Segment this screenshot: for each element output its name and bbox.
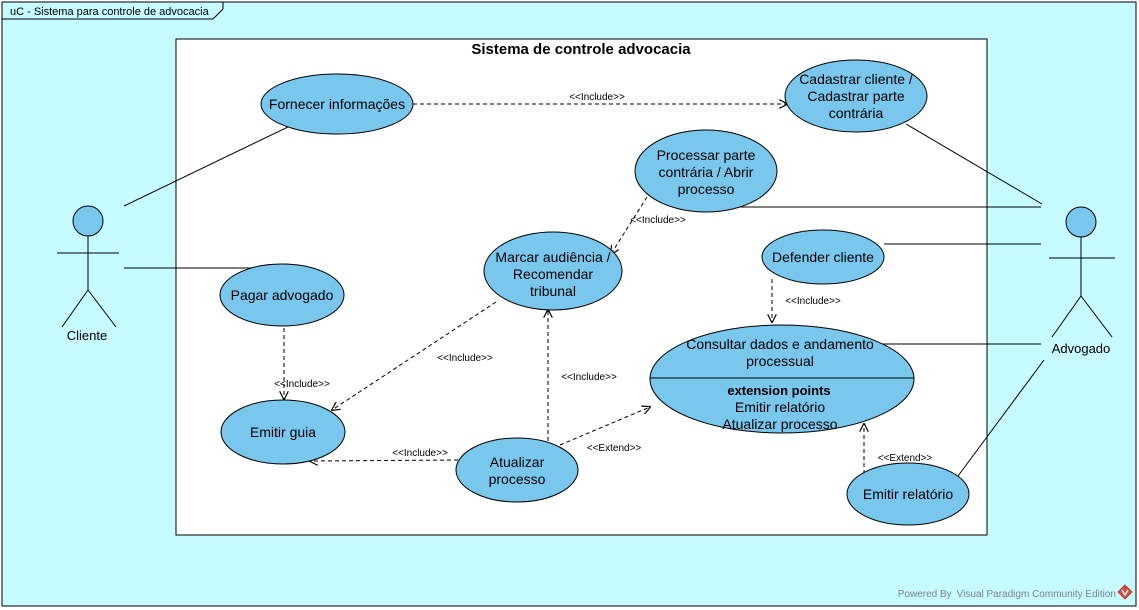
- actor-advogado[interactable]: [1049, 206, 1115, 338]
- usecase-defender-cliente[interactable]: Defender cliente: [761, 229, 885, 285]
- usecase-processar-parte[interactable]: Processar parte contrária / Abrir proces…: [634, 129, 778, 213]
- usecase-consultar-dados[interactable]: Consultar dados e andamento processual e…: [649, 324, 915, 434]
- actor-cliente-label: Cliente: [67, 328, 107, 343]
- dependencies: [284, 104, 864, 474]
- system-title: Sistema de controle advocacia: [471, 41, 691, 58]
- usecase-emitir-relatorio[interactable]: Emitir relatório: [846, 462, 970, 526]
- assoc-cliente-fornecer: [123, 125, 291, 207]
- usecase-label-line1: Atualizar: [490, 454, 545, 470]
- frame-title-tab: [1, 1, 224, 20]
- actor-head: [1065, 206, 1097, 238]
- usecase-label-line2: processo: [489, 471, 546, 487]
- actor-cliente[interactable]: [57, 205, 119, 328]
- usecase-label: Emitir relatório: [863, 486, 953, 502]
- dep-atualizar-emitir: [310, 460, 459, 461]
- frame-title: uC - Sistema para controle de advocacia: [10, 6, 210, 18]
- usecase-label: Defender cliente: [772, 249, 874, 265]
- stereotype-pagar-emitir: <<Include>>: [274, 379, 330, 390]
- visual-paradigm-logo-icon: [1117, 584, 1133, 600]
- stereotype-marcar-emitir: <<Include>>: [437, 353, 493, 364]
- actor-advogado-label: Advogado: [1052, 341, 1111, 356]
- usecase-label-line2: processual: [746, 353, 814, 369]
- usecase-label-line2: contrária / Abrir: [659, 164, 754, 180]
- usecase-label: Emitir guia: [250, 424, 316, 440]
- usecase-marcar-audiencia[interactable]: Marcar audiência / Recomendar tribunal: [483, 231, 623, 311]
- usecase-label-line1: Cadastrar cliente /: [799, 71, 913, 87]
- stereotype-labels: <<Include>> <<Include>> <<Include>> <<In…: [274, 92, 932, 464]
- footer-watermark: Powered By Visual Paradigm Community Edi…: [898, 589, 1116, 600]
- associations: [123, 123, 1045, 477]
- assoc-advogado-cadastrar: [905, 123, 1043, 205]
- usecase-label-line3: tribunal: [530, 283, 576, 299]
- usecase-label-line1: Processar parte: [657, 147, 756, 163]
- stereotype-atualizar-consultar: <<Extend>>: [587, 443, 642, 454]
- dep-marcar-emitir: [332, 301, 497, 410]
- usecase-emitir-guia[interactable]: Emitir guia: [220, 399, 346, 465]
- usecase-atualizar-processo[interactable]: Atualizar processo: [455, 437, 579, 503]
- usecase-label-line2: Cadastrar parte: [807, 88, 904, 104]
- usecase-cadastrar-cliente[interactable]: Cadastrar cliente / Cadastrar parte cont…: [784, 59, 928, 133]
- stereotype-relatorio-consultar: <<Extend>>: [878, 453, 933, 464]
- extension-points-title: extension points: [727, 383, 830, 398]
- usecase-label: Pagar advogado: [231, 287, 334, 303]
- stereotype-atualizar-emitir: <<Include>>: [392, 448, 448, 459]
- stereotype-atualizar-marcar: <<Include>>: [561, 372, 617, 383]
- assoc-advogado-relatorio: [957, 359, 1045, 477]
- usecase-label-line1: Marcar audiência /: [495, 249, 610, 265]
- stereotype-defender-consultar: <<Include>>: [785, 296, 841, 307]
- usecase-fornecer-informacoes[interactable]: Fornecer informações: [260, 73, 414, 135]
- stereotype-processar-marcar: <<Include>>: [630, 215, 686, 226]
- usecase-label-line3: processo: [678, 181, 735, 197]
- extension-point-atualizar: Atualizar processo: [722, 416, 837, 432]
- usecase-label: Fornecer informações: [269, 96, 405, 112]
- actor-head: [72, 205, 104, 237]
- stereotype-fornecer-cadastrar: <<Include>>: [569, 92, 625, 103]
- usecase-label-line1: Consultar dados e andamento: [686, 336, 874, 352]
- usecase-label-line2: Recomendar: [513, 266, 593, 282]
- usecase-pagar-advogado[interactable]: Pagar advogado: [219, 263, 345, 327]
- dep-processar-marcar: [611, 196, 648, 254]
- usecase-label-line3: contrária: [829, 105, 884, 121]
- dep-atualizar-consultar: [559, 407, 650, 446]
- extension-point-emitir: Emitir relatório: [735, 399, 825, 415]
